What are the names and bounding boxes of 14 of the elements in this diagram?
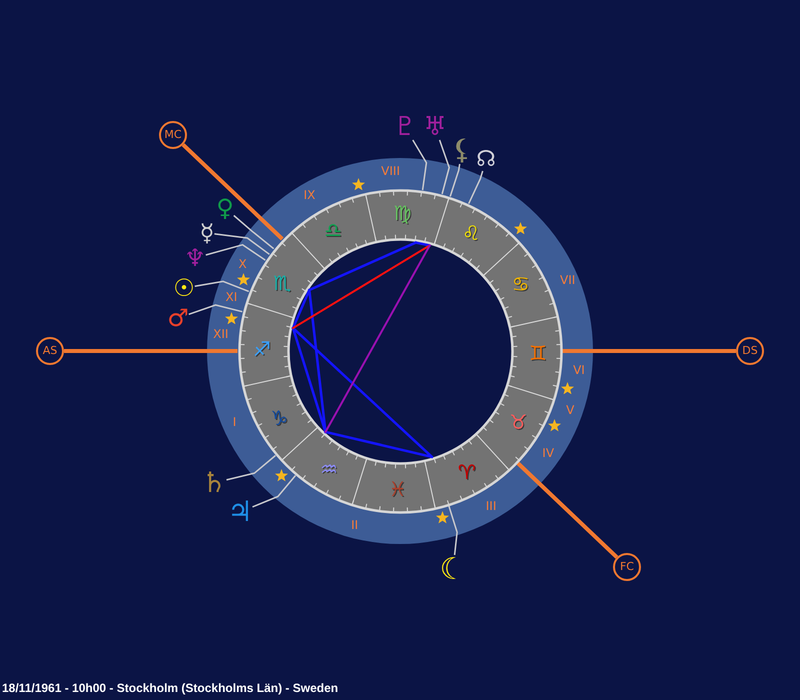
planet-symbol: ☉ — [173, 276, 195, 300]
angle-circle: AS — [36, 337, 64, 365]
axis-line — [562, 349, 736, 353]
angle-circle: MC — [159, 121, 187, 149]
planet-symbol: ⚸ — [452, 136, 472, 164]
angle-circle: DS — [736, 337, 764, 365]
planet-symbol: ♂ — [167, 306, 189, 330]
planet-symbol: ♆ — [184, 246, 206, 270]
axis-line — [64, 349, 238, 353]
planet-symbol: ♅ — [423, 114, 447, 140]
chart-caption: 18/11/1961 - 10h00 - Stockholm (Stockholms Län) - Sweden — [2, 682, 338, 696]
planet-symbol: ☾ — [440, 555, 466, 585]
angle-circle: FC — [613, 553, 641, 581]
planet-symbol: ♇ — [393, 114, 417, 140]
